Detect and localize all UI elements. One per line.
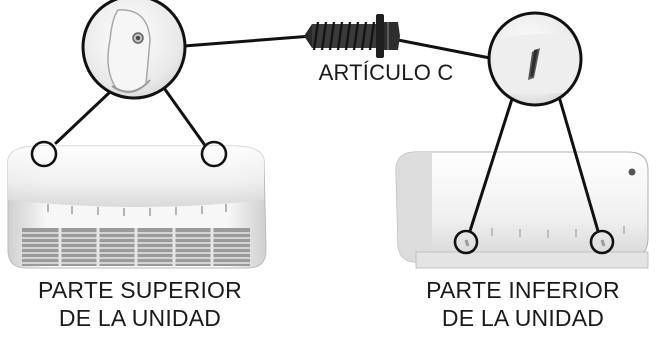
zoom-detail-bottom	[487, 11, 583, 107]
bottom-of-unit-caption: PARTE INFERIOR DE LA UNIDAD	[392, 276, 654, 332]
target-circle-left	[453, 229, 479, 255]
unit-top-view	[7, 140, 267, 269]
front-grille	[22, 228, 250, 266]
caption-line: DE LA UNIDAD	[58, 305, 222, 331]
top-of-unit-caption: PARTE SUPERIOR DE LA UNIDAD	[4, 276, 276, 332]
caption-line: DE LA UNIDAD	[441, 305, 605, 331]
target-circle-left	[30, 140, 58, 168]
target-circle-right	[589, 229, 615, 255]
item-c-label: ARTÍCULO C	[318, 60, 454, 85]
screw-icon	[304, 14, 400, 58]
leader-lines	[54, 34, 600, 233]
caption-line: PARTE SUPERIOR	[38, 277, 242, 303]
caption-line: PARTE INFERIOR	[426, 277, 620, 303]
zoom-detail-top	[81, 0, 187, 100]
unit-bottom-view	[395, 151, 649, 269]
target-circle-right	[200, 140, 228, 168]
